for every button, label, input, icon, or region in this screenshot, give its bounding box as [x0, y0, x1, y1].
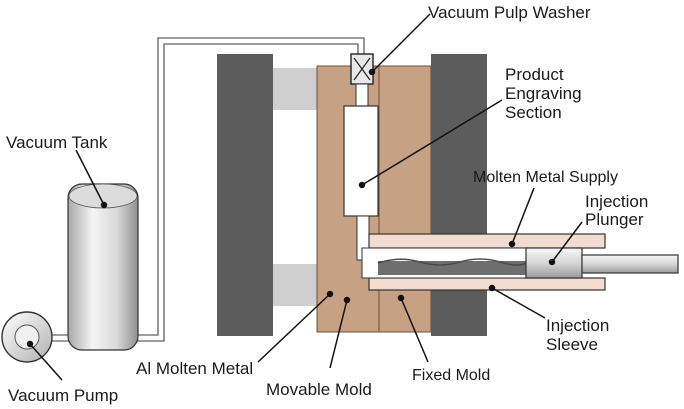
vacuum-pump: [1, 311, 53, 363]
leader-vacuum-pulp-washer: [371, 13, 431, 73]
injection-plunger: [525, 247, 679, 279]
fixed-platen: [431, 54, 487, 336]
leader-fixed-mold: [400, 297, 429, 363]
label-product-engraving-3: Section: [505, 103, 562, 122]
label-product-engraving-1: Product: [505, 65, 564, 84]
al-molten-metal: [377, 258, 529, 275]
label-injection-plunger-1: Injection: [585, 192, 648, 211]
label-injection-sleeve-1: Injection: [546, 316, 609, 335]
leader-movable-mold: [329, 299, 348, 369]
tie-bar-upper: [273, 68, 317, 110]
vacuum-pulp-washer: [350, 53, 374, 107]
leader-injection-sleeve: [491, 287, 546, 319]
label-vacuum-tank: Vacuum Tank: [6, 133, 108, 152]
injection-sleeve-upper: [368, 233, 606, 249]
movable-platen: [217, 54, 273, 336]
label-al-molten-metal: Al Molten Metal: [136, 359, 253, 378]
product-engraving-cavity: [343, 105, 379, 217]
leader-vacuum-tank: [75, 149, 105, 206]
leader-injection-plunger: [551, 221, 583, 263]
label-injection-plunger-2: Plunger: [585, 210, 644, 229]
tie-bar-lower: [273, 264, 317, 306]
label-movable-mold: Movable Mold: [266, 380, 372, 399]
label-fixed-mold: Fixed Mold: [412, 367, 490, 384]
leader-product-engraving: [361, 99, 503, 186]
label-product-engraving-2: Engraving: [505, 84, 582, 103]
leader-lines: [26, 13, 583, 381]
fixed-mold: [378, 65, 432, 333]
label-vacuum-pump: Vacuum Pump: [8, 386, 118, 405]
vacuum-tank: [67, 183, 139, 351]
label-molten-metal-supply: Molten Metal Supply: [473, 169, 618, 186]
label-injection-sleeve-2: Sleeve: [546, 335, 598, 354]
leader-vacuum-pump: [29, 343, 63, 381]
leader-molten-metal-supply: [511, 187, 535, 245]
label-vacuum-pulp-washer: Vacuum Pulp Washer: [428, 3, 591, 22]
injection-sleeve-lower: [368, 277, 606, 291]
leader-al-molten-metal: [257, 293, 331, 363]
